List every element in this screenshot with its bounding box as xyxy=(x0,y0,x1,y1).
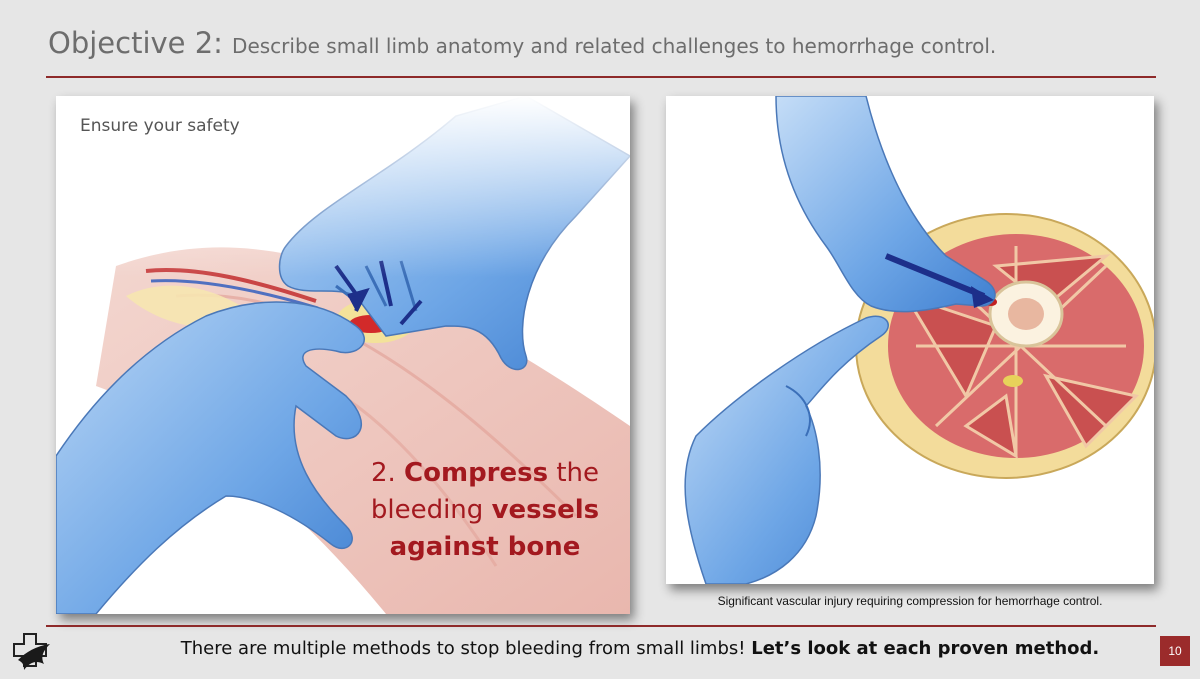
step-keyword-bone: against bone xyxy=(389,532,581,562)
step-word: bleeding xyxy=(370,495,484,525)
step-line-1: 2. Compress the xyxy=(350,455,620,492)
footer-message: There are multiple methods to stop bleed… xyxy=(140,638,1140,659)
slide-title: Objective 2: Describe small limb anatomy… xyxy=(48,26,996,60)
footer-emphasis: Let’s look at each proven method. xyxy=(751,638,1100,659)
page-number-badge: 10 xyxy=(1160,636,1190,666)
safety-label: Ensure your safety xyxy=(80,116,240,136)
step-line-3: against bone xyxy=(350,529,620,566)
footer-text: There are multiple methods to stop bleed… xyxy=(180,638,746,659)
compression-illustration xyxy=(56,96,630,614)
objective-description: Describe small limb anatomy and related … xyxy=(232,34,997,58)
footer-divider xyxy=(46,625,1156,627)
objective-label: Objective 2: xyxy=(48,26,223,60)
step-keyword-vessels: vessels xyxy=(491,495,600,525)
header-divider xyxy=(46,76,1156,78)
step-instruction: 2. Compress the bleeding vessels against… xyxy=(350,455,620,566)
eagle-cross-logo xyxy=(10,630,54,679)
figure-caption: Significant vascular injury requiring co… xyxy=(717,594,1103,608)
step-keyword-compress: Compress xyxy=(404,458,549,488)
step-number: 2. xyxy=(370,458,396,488)
left-illustration-panel xyxy=(56,96,630,614)
cross-section-illustration xyxy=(684,96,1154,584)
step-line-2: bleeding vessels xyxy=(350,492,620,529)
step-word: the xyxy=(556,458,600,488)
right-illustration-panel xyxy=(666,96,1154,584)
